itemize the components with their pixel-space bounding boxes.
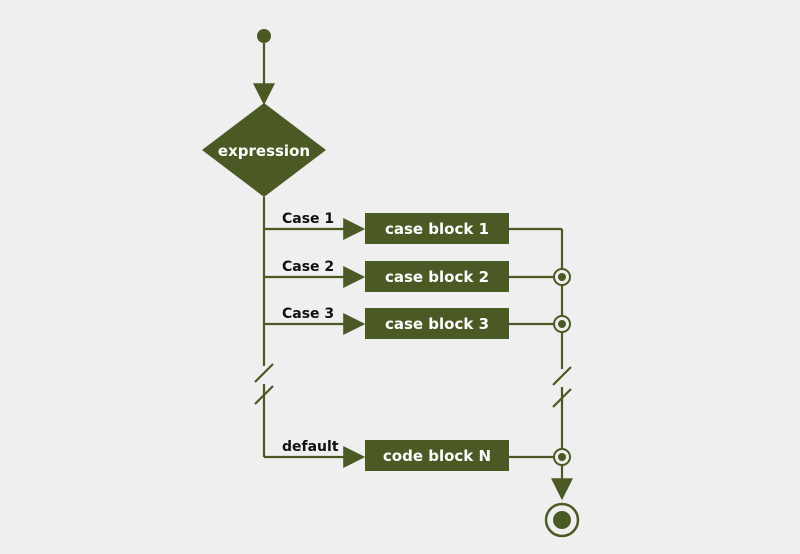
right-break-mark-2 bbox=[552, 388, 572, 408]
case-block-1-box bbox=[365, 213, 509, 244]
case-block-3-label: case block 3 bbox=[385, 315, 489, 333]
trunk-break-mark-1 bbox=[254, 363, 274, 383]
code-block-n-box bbox=[365, 440, 509, 471]
end-node-inner bbox=[553, 511, 571, 529]
case-block-1-label: case block 1 bbox=[385, 220, 489, 238]
expression-label: expression bbox=[218, 142, 310, 160]
merge-node-default-dot bbox=[558, 453, 566, 461]
merge-node-case-3-dot bbox=[558, 320, 566, 328]
case-block-2-label: case block 2 bbox=[385, 268, 489, 286]
case-3-label: Case 3 bbox=[282, 306, 334, 322]
case-block-3-box bbox=[365, 308, 509, 339]
right-break-mark-1 bbox=[552, 366, 572, 386]
merge-node-case-2-dot bbox=[558, 273, 566, 281]
case-block-2-box bbox=[365, 261, 509, 292]
default-label: default bbox=[282, 439, 339, 455]
case-2-label: Case 2 bbox=[282, 259, 334, 275]
code-block-n-label: code block N bbox=[383, 447, 491, 465]
case-1-label: Case 1 bbox=[282, 211, 334, 227]
start-node bbox=[257, 29, 271, 43]
expression-decision bbox=[202, 103, 326, 197]
trunk-break-mark-2 bbox=[254, 385, 274, 405]
